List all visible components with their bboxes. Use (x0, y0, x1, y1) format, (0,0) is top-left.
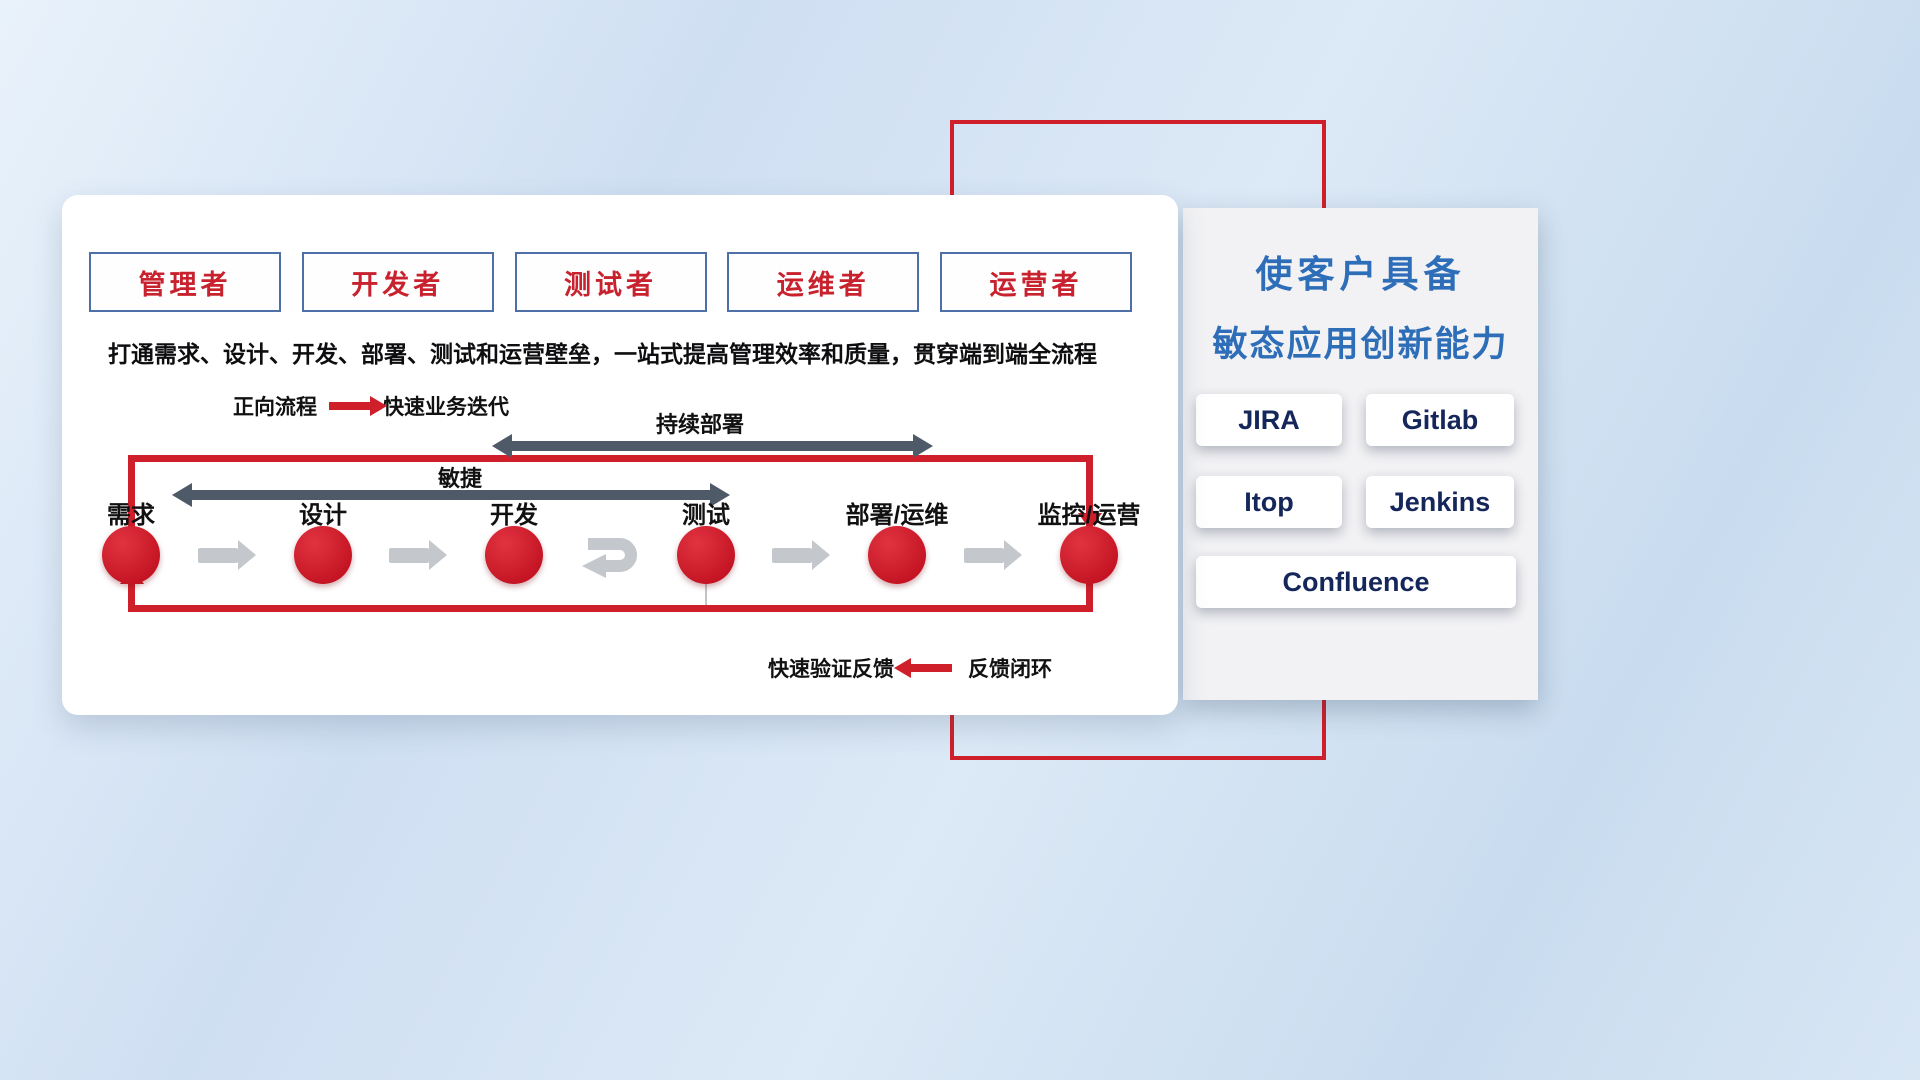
role-tester: 测试者 (514, 252, 707, 312)
forward-loop-arrowhead-icon (1078, 513, 1102, 530)
legend-forward: 正向流程 快速业务迭代 (233, 391, 509, 421)
tool-jira: JIRA (1196, 394, 1342, 446)
panel-title-line2: 敏态应用创新能力 (1212, 325, 1509, 364)
node-deploy-ops-icon (868, 526, 926, 584)
feedback-loop-line (128, 583, 1093, 612)
tools-panel: 使客户具备 敏态应用创新能力 JIRA Gitlab Itop Jenkins … (1183, 208, 1538, 700)
arrow-design-to-dev-icon (389, 540, 447, 570)
forward-arrow-icon (329, 396, 387, 416)
node-label-monitor-ops: 监控/运营 (1037, 502, 1141, 529)
arrow-test-to-deploy-icon (772, 540, 830, 570)
continuous-deploy-arrow-icon (492, 434, 933, 458)
node-label-development: 开发 (490, 502, 538, 529)
subtitle: 打通需求、设计、开发、部署、测试和运营壁垒，一站式提高管理效率和质量，贯穿端到端… (108, 341, 1097, 367)
continuous-deploy-label: 持续部署 (655, 412, 744, 437)
dev-test-iteration-icon (568, 527, 652, 588)
legend-forward-desc: 快速业务迭代 (383, 396, 509, 419)
role-operator: 运营者 (940, 252, 1132, 312)
feedback-arrow-icon (894, 658, 952, 678)
tool-confluence: Confluence (1196, 556, 1516, 608)
devops-card: 管理者 开发者 测试者 运维者 运营者 打通需求、设计、开发、部署、测试和运营壁… (62, 195, 1178, 715)
test-feedback-connector (705, 584, 707, 606)
node-requirements-icon (102, 526, 160, 584)
node-design-icon (294, 526, 352, 584)
legend-forward-label: 正向流程 (233, 396, 317, 419)
forward-loop-line (128, 455, 1093, 527)
tool-gitlab: Gitlab (1366, 394, 1514, 446)
tool-jenkins: Jenkins (1366, 476, 1514, 528)
node-testing-icon (677, 526, 735, 584)
tool-itop: Itop (1196, 476, 1342, 528)
legend-feedback-label: 反馈闭环 (968, 658, 1052, 681)
agile-label: 敏捷 (437, 466, 482, 491)
node-monitor-ops-icon (1060, 526, 1118, 584)
panel-title-line1: 使客户具备 (1255, 254, 1466, 295)
node-label-deploy-ops: 部署/运维 (845, 502, 949, 529)
role-ops: 运维者 (727, 252, 920, 312)
legend-feedback: 快速验证反馈 反馈闭环 (768, 653, 1052, 683)
node-development-icon (485, 526, 543, 584)
node-label-requirements: 需求 (107, 502, 155, 529)
arrow-deploy-to-monitor-icon (964, 540, 1022, 570)
arrow-req-to-design-icon (198, 540, 256, 570)
node-label-design: 设计 (299, 502, 347, 529)
role-row: 管理者 开发者 测试者 运维者 运营者 (89, 252, 1132, 312)
agile-arrow-icon (172, 483, 730, 507)
node-label-testing: 测试 (682, 502, 730, 529)
legend-feedback-desc: 快速验证反馈 (768, 658, 894, 681)
role-manager: 管理者 (89, 252, 281, 312)
role-developer: 开发者 (301, 252, 494, 312)
